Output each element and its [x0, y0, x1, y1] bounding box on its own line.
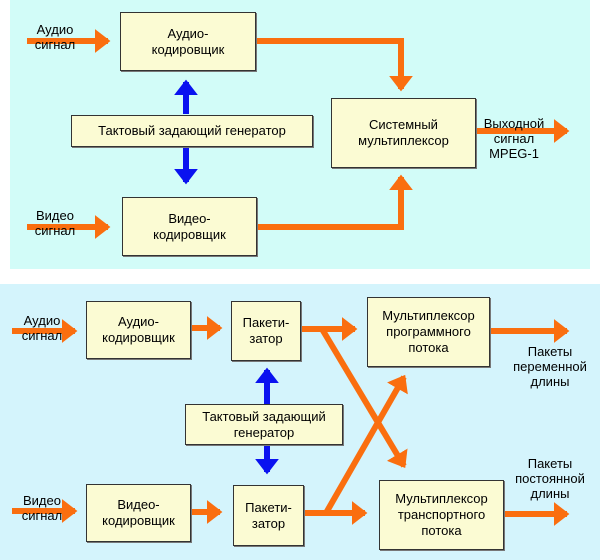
video-signal-label-top: Видео сигнал: [34, 208, 76, 238]
system-multiplexer-box: Системный мультиплексор: [331, 98, 476, 168]
variable-length-packets-label: Пакеты переменной длины: [513, 344, 587, 389]
audio-encoder-box-top: Аудио- кодировщик: [120, 12, 256, 71]
video-signal-label-bottom: Видео сигнал: [21, 493, 63, 523]
program-stream-multiplexer-box: Мультиплексор программного потока: [367, 297, 490, 367]
audio-signal-label-bottom: Аудио сигнал: [21, 313, 63, 343]
arrow-video-enc-to-mux: [256, 174, 413, 230]
arrow-audio-enc-to-mux: [256, 38, 413, 92]
arrow-vpack-to-pmux: [323, 374, 408, 515]
arrow-apack-to-tmux: [319, 327, 408, 469]
transport-stream-multiplexer-box: Мультиплексор транспортного потока: [379, 480, 504, 550]
video-encoder-box-top: Видео- кодировщик: [122, 197, 257, 256]
fixed-length-packets-label: Пакеты постоянной длины: [515, 456, 585, 501]
audio-encoder-box-bottom: Аудио- кодировщик: [86, 301, 191, 359]
video-encoder-box-bottom: Видео- кодировщик: [86, 484, 191, 542]
audio-packetizer-box: Пакети- затор: [231, 301, 301, 361]
audio-signal-label-top: Аудио сигнал: [34, 22, 76, 52]
video-packetizer-box: Пакети- затор: [233, 485, 304, 546]
mpeg1-output-label: Выходной сигнал MPEG-1: [483, 116, 545, 161]
clock-generator-box-top: Тактовый задающий генератор: [71, 115, 313, 147]
clock-generator-box-bottom: Тактовый задающий генератор: [185, 404, 343, 445]
